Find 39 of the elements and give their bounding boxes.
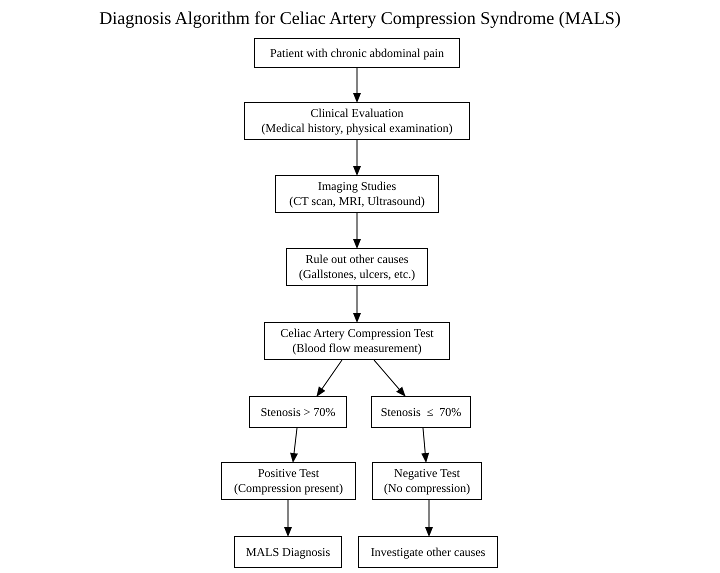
arrow (316, 360, 342, 397)
arrow (353, 140, 361, 176)
box-text: (Blood flow measurement) (292, 341, 422, 356)
box-text: (No compression) (384, 481, 470, 496)
box-text: MALS Diagnosis (246, 544, 330, 560)
process-box (249, 396, 347, 428)
arrow (353, 68, 361, 103)
box-text: Investigate other causes (370, 544, 486, 560)
process-box (221, 462, 356, 500)
arrow (284, 500, 292, 537)
process-box (254, 38, 460, 68)
box-text: Stenosis ≤ 70% (380, 404, 462, 420)
box-text: Positive Test (258, 466, 320, 481)
box-text: (Medical history, physical examination) (261, 121, 453, 136)
diagram-title: Diagnosis Algorithm for Celiac Artery Compression Syndrome (MALS) (99, 8, 621, 29)
process-box (264, 322, 450, 360)
box-text: (Gallstones, ulcers, etc.) (298, 267, 416, 282)
arrow (290, 428, 298, 463)
arrow (353, 212, 361, 249)
box-text: Stenosis > 70% (260, 404, 336, 420)
process-box (372, 462, 482, 500)
box-text: Patient with chronic abdominal pain (270, 46, 444, 60)
process-box (244, 102, 470, 140)
box-text: Celiac Artery Compression Test (280, 326, 434, 341)
box-text: (CT scan, MRI, Ultrasound) (289, 194, 425, 209)
box-text: Negative Test (394, 466, 460, 481)
process-box (371, 396, 471, 428)
arrow (374, 360, 406, 397)
box-text: (Compression present) (234, 481, 343, 496)
box-text: Rule out other causes (306, 252, 408, 267)
box-text: Imaging Studies (318, 179, 396, 194)
arrow (425, 500, 433, 537)
box-text: Clinical Evaluation (310, 106, 404, 121)
arrow (421, 428, 430, 463)
process-box (275, 175, 439, 213)
process-box (234, 536, 342, 568)
process-box (286, 248, 428, 286)
arrow (353, 286, 361, 323)
process-box (358, 536, 498, 568)
